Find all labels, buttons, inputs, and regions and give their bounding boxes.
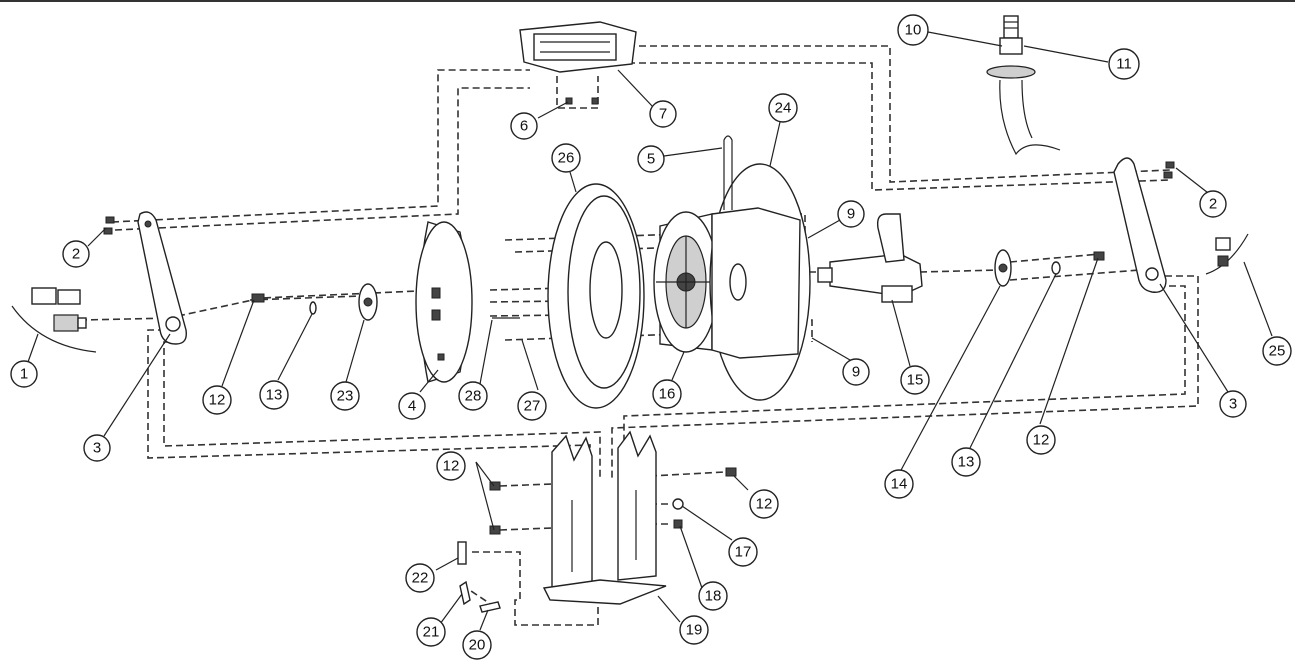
svg-text:17: 17 xyxy=(735,544,752,561)
svg-text:12: 12 xyxy=(443,458,460,475)
callout-6: 6 xyxy=(510,112,538,140)
screws-6 xyxy=(565,97,599,105)
svg-text:2: 2 xyxy=(72,246,80,263)
callout-21: 21 xyxy=(416,617,446,647)
callout-12-base-left: 12 xyxy=(436,451,466,481)
svg-text:15: 15 xyxy=(907,372,924,389)
svg-text:6: 6 xyxy=(520,118,528,135)
svg-text:21: 21 xyxy=(423,624,440,641)
callout-28: 28 xyxy=(458,381,488,411)
callout-20: 20 xyxy=(462,630,492,660)
hose-arc-left xyxy=(11,305,97,353)
svg-text:2: 2 xyxy=(1209,196,1217,213)
base-stand-19 xyxy=(542,430,667,605)
callout-22: 22 xyxy=(405,563,435,593)
svg-text:16: 16 xyxy=(659,386,676,403)
callout-9-lower: 9 xyxy=(842,358,870,386)
svg-text:14: 14 xyxy=(891,476,908,493)
svg-text:10: 10 xyxy=(905,22,922,39)
callout-24: 24 xyxy=(768,93,798,123)
flange-14 xyxy=(994,249,1012,287)
callout-11: 11 xyxy=(1108,48,1140,80)
base-hardware xyxy=(489,467,737,535)
callout-3-right: 3 xyxy=(1219,390,1247,418)
svg-text:28: 28 xyxy=(465,388,482,405)
right-bracket-arm xyxy=(1113,157,1167,293)
svg-text:12: 12 xyxy=(756,496,773,513)
svg-text:3: 3 xyxy=(93,440,101,457)
callout-15: 15 xyxy=(900,365,930,395)
u-bolt-5 xyxy=(723,135,733,210)
side-disc-26 xyxy=(547,183,645,409)
svg-text:20: 20 xyxy=(469,637,486,654)
svg-text:26: 26 xyxy=(558,150,575,167)
bushing-13-right xyxy=(1051,261,1061,275)
leader-lines xyxy=(27,31,1273,631)
svg-text:7: 7 xyxy=(659,106,667,123)
crank-handle-parts xyxy=(457,541,501,613)
callout-26: 26 xyxy=(551,143,581,173)
swivel-fitting-part xyxy=(31,287,87,332)
callout-27: 27 xyxy=(517,391,547,421)
svg-text:12: 12 xyxy=(1033,432,1050,449)
svg-text:19: 19 xyxy=(686,622,703,639)
callout-12-right: 12 xyxy=(1026,425,1056,455)
callout-5: 5 xyxy=(637,145,665,173)
svg-text:13: 13 xyxy=(266,387,283,404)
svg-text:22: 22 xyxy=(412,570,429,587)
callout-1: 1 xyxy=(10,360,38,388)
callout-14: 14 xyxy=(884,469,914,499)
flange-23 xyxy=(358,283,378,321)
drum-16 xyxy=(653,211,719,353)
callout-25: 25 xyxy=(1262,336,1292,366)
left-bolts xyxy=(103,216,115,235)
callout-7: 7 xyxy=(649,100,677,128)
callout-12-left: 12 xyxy=(202,385,232,415)
callout-10: 10 xyxy=(897,14,929,46)
hose-arc-right xyxy=(1205,233,1249,275)
svg-text:27: 27 xyxy=(524,398,541,415)
swivel-15 xyxy=(817,213,923,303)
left-bracket-arm xyxy=(137,211,187,345)
nut-12-left xyxy=(251,293,265,303)
svg-text:13: 13 xyxy=(958,454,975,471)
svg-text:25: 25 xyxy=(1269,343,1286,360)
callout-13-left: 13 xyxy=(259,380,289,410)
svg-text:4: 4 xyxy=(408,398,416,415)
svg-text:9: 9 xyxy=(847,206,855,223)
side-disc-24 xyxy=(709,163,811,401)
svg-text:23: 23 xyxy=(337,388,354,405)
callout-18: 18 xyxy=(698,581,728,611)
svg-text:12: 12 xyxy=(209,392,226,409)
callout-17: 17 xyxy=(728,537,758,567)
svg-text:24: 24 xyxy=(775,100,792,117)
callout-2-left: 2 xyxy=(62,240,90,268)
hose-nozzle-10-11 xyxy=(986,15,1061,156)
callout-13-right: 13 xyxy=(951,447,981,477)
svg-text:1: 1 xyxy=(20,366,28,383)
hose-guide-7 xyxy=(519,21,637,73)
callout-2-right: 2 xyxy=(1199,190,1227,218)
callout-12-base-right: 12 xyxy=(749,489,779,519)
callout-3-left: 3 xyxy=(83,434,111,462)
bushing-13-left xyxy=(309,301,317,315)
callout-23: 23 xyxy=(330,381,360,411)
svg-text:3: 3 xyxy=(1229,396,1237,413)
callout-19: 19 xyxy=(679,615,709,645)
nut-12-right xyxy=(1093,251,1105,261)
callout-4: 4 xyxy=(398,392,426,420)
right-bolts xyxy=(1163,161,1175,179)
svg-text:18: 18 xyxy=(705,588,722,605)
reel-disc-4 xyxy=(415,221,473,383)
svg-text:5: 5 xyxy=(647,151,655,168)
svg-text:9: 9 xyxy=(852,364,860,381)
callout-16: 16 xyxy=(652,379,682,409)
callout-9-upper: 9 xyxy=(837,200,865,228)
svg-text:11: 11 xyxy=(1116,56,1132,73)
